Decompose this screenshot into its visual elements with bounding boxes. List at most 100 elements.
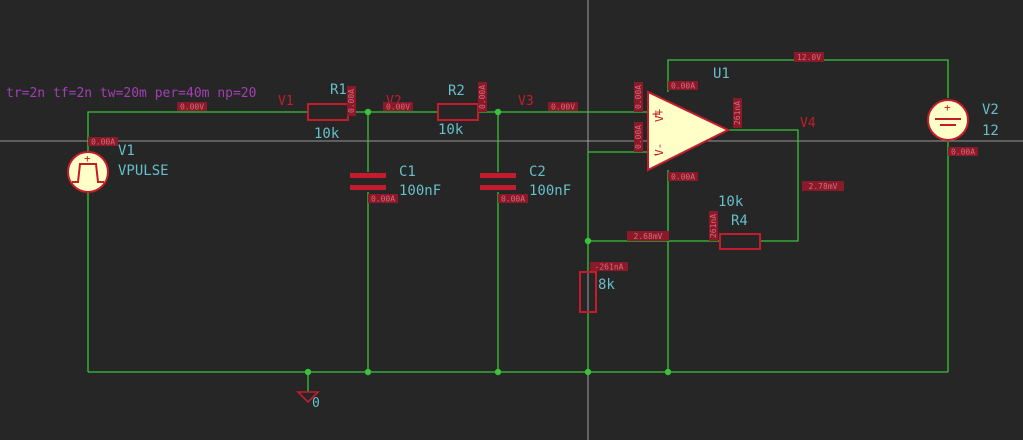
probe-label: 0.00A (634, 122, 643, 152)
probe-label: 0.00A (948, 147, 978, 157)
resistor-r1[interactable]: R1 10k (307, 82, 349, 142)
ground-symbol[interactable]: 0 (296, 391, 320, 411)
wire-inverting-input[interactable] (587, 151, 648, 272)
opamp-triangle-icon (647, 90, 731, 172)
resistor-body (437, 103, 479, 121)
probe-label: 261nA (733, 98, 742, 128)
svg-text:0.00V: 0.00V (551, 103, 575, 112)
junction-dot (494, 368, 502, 376)
svg-text:0.00A: 0.00A (634, 85, 643, 109)
probe-label: 2.78mV (802, 181, 844, 191)
svg-text:261nA: 261nA (709, 214, 718, 238)
capacitor-plate (350, 173, 386, 178)
wires (87, 59, 949, 392)
c1-value-label: 100nF (399, 183, 441, 199)
source-v1[interactable]: + V1 VPULSE (67, 143, 169, 193)
ground-net-label: 0 (312, 396, 320, 411)
resistor-body (579, 271, 597, 313)
svg-text:0.00A: 0.00A (347, 89, 356, 113)
svg-text:0.00A: 0.00A (91, 138, 115, 147)
u1-vplus-label: V+ (653, 108, 666, 122)
svg-text:2.68mV: 2.68mV (634, 232, 663, 241)
probe-label: 0.00A (368, 194, 398, 204)
probe-label: 0.00A (668, 81, 698, 91)
probe-label: 0.00A (347, 86, 356, 116)
r1-ref-label: R1 (330, 82, 347, 98)
probe-label: -261nA (590, 262, 628, 272)
svg-text:0.00A: 0.00A (671, 173, 695, 182)
svg-text:0.00A: 0.00A (478, 85, 487, 109)
junction-dot (364, 108, 372, 116)
wire-output[interactable] (728, 129, 799, 242)
v2-value-label: 12 (982, 123, 999, 139)
capacitor-c2[interactable]: C2 100nF (480, 164, 571, 199)
junction-dot (664, 368, 672, 376)
pulse-waveform-icon (72, 163, 104, 183)
r4-value-label: 10k (718, 194, 744, 210)
net-label-v4[interactable]: V4 (800, 116, 816, 131)
probe-label: 0.00V (177, 102, 207, 112)
svg-text:0.00A: 0.00A (501, 195, 525, 204)
probe-label: 2.68mV (627, 231, 669, 241)
junctions (304, 108, 672, 376)
r4-ref-label: R4 (731, 213, 748, 229)
svg-text:0.00A: 0.00A (951, 148, 975, 157)
opamp-u1[interactable]: U1 + - V+ V- (647, 66, 731, 172)
u1-vminus-label: V- (653, 143, 666, 156)
r1-value-label: 10k (314, 126, 340, 142)
svg-text:0.00V: 0.00V (386, 103, 410, 112)
c2-value-label: 100nF (529, 183, 571, 199)
net-label-v3[interactable]: V3 (518, 94, 534, 109)
c2-ref-label: C2 (529, 164, 546, 180)
v2-ref-label: V2 (982, 102, 999, 118)
u1-plus-sign: + (652, 107, 660, 122)
ground-icon (296, 391, 320, 404)
v1-ref-label: V1 (118, 143, 135, 159)
capacitor-c1[interactable]: C1 100nF (350, 164, 441, 199)
probe-label: 0.00A (498, 194, 528, 204)
probe-label: 0.00V (548, 102, 578, 112)
svg-text:0.00A: 0.00A (671, 82, 695, 91)
capacitor-plate (480, 185, 516, 190)
junction-dot (494, 108, 502, 116)
plus-sign: + (944, 101, 951, 114)
probe-label: 0.00V (383, 102, 413, 112)
c1-ref-label: C1 (399, 164, 416, 180)
r2-value-label: 10k (438, 122, 464, 138)
resistor-body (719, 233, 761, 250)
u1-minus-sign: - (652, 147, 660, 162)
plus-sign: + (84, 152, 91, 165)
v1-value-label: VPULSE (118, 163, 169, 179)
resistor-r2[interactable]: R2 10k (437, 83, 479, 138)
svg-text:12.0V: 12.0V (797, 53, 821, 62)
r3-value-label: 8k (598, 277, 615, 293)
svg-text:0.00A: 0.00A (371, 195, 395, 204)
net-label-v1[interactable]: V1 (278, 94, 294, 109)
junction-dot (584, 368, 592, 376)
resistor-body (307, 103, 349, 121)
svg-text:-261nA: -261nA (595, 263, 624, 272)
spice-directive[interactable]: tr=2n tf=2n tw=20m per=40m np=20 (6, 86, 256, 101)
svg-text:2.78mV: 2.78mV (809, 182, 838, 191)
svg-text:261nA: 261nA (733, 101, 742, 125)
probe-label: 261nA (709, 211, 718, 241)
probe-annotations: 0.00V 0.00V 0.00V 12.0V 2.78mV 2.68mV 0.… (88, 52, 978, 272)
u1-ref-label: U1 (713, 66, 730, 82)
svg-text:0.00A: 0.00A (634, 125, 643, 149)
probe-label: 0.00A (634, 82, 643, 112)
svg-text:0.00V: 0.00V (180, 103, 204, 112)
r2-ref-label: R2 (448, 83, 465, 99)
probe-label: 0.00A (668, 172, 698, 182)
probe-label: 0.00A (478, 82, 487, 112)
probe-label: 12.0V (794, 52, 824, 62)
wire-vplus[interactable] (667, 59, 949, 98)
junction-dot (584, 237, 592, 245)
capacitor-plate (350, 185, 386, 190)
resistor-r4[interactable]: 10k R4 (718, 194, 761, 250)
source-v2[interactable]: + V2 12 (927, 99, 999, 141)
capacitor-plate (480, 173, 516, 178)
resistor-r3[interactable]: 8k (579, 271, 615, 313)
junction-dot (364, 368, 372, 376)
